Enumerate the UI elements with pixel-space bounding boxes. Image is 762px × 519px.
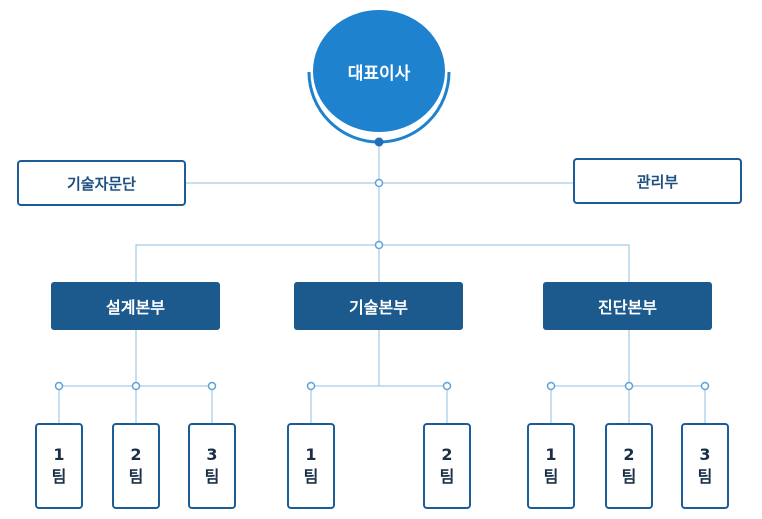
team-suffix: 팀 [439, 467, 455, 486]
team-suffix: 팀 [128, 467, 144, 486]
advisory-node: 기술자문단 [17, 160, 186, 206]
junction-dot [624, 381, 634, 391]
team-node: 2 팀 [423, 423, 471, 509]
team-node: 1 팀 [287, 423, 335, 509]
team-suffix: 팀 [204, 467, 220, 486]
division-node-technology: 기술본부 [294, 282, 463, 330]
team-node: 1 팀 [35, 423, 83, 509]
junction-dot [131, 381, 141, 391]
team-node: 1 팀 [527, 423, 575, 509]
ceo-node: 대표이사 [313, 10, 445, 132]
team-node: 2 팀 [605, 423, 653, 509]
division-node-design: 설계본부 [51, 282, 220, 330]
team-number: 3 [206, 445, 218, 464]
team-number: 3 [699, 445, 711, 464]
team-node: 3 팀 [681, 423, 729, 509]
ceo-node-dot [374, 137, 384, 147]
team-node: 2 팀 [112, 423, 160, 509]
junction-dot [442, 381, 452, 391]
team-suffix: 팀 [51, 467, 67, 486]
team-suffix: 팀 [621, 467, 637, 486]
division-node-dot [374, 240, 384, 250]
management-label: 관리부 [636, 172, 679, 191]
team-number: 2 [130, 445, 142, 464]
team-node: 3 팀 [188, 423, 236, 509]
team-number: 1 [305, 445, 317, 464]
division-branch-line [135, 244, 630, 282]
division-label: 기술본부 [349, 298, 408, 317]
team-number: 2 [441, 445, 453, 464]
division-node-diagnosis: 진단본부 [543, 282, 712, 330]
team-suffix: 팀 [303, 467, 319, 486]
junction-dot [54, 381, 64, 391]
team-number: 1 [53, 445, 65, 464]
management-node: 관리부 [573, 158, 742, 204]
team-suffix: 팀 [543, 467, 559, 486]
advisory-label: 기술자문단 [66, 174, 136, 193]
division-label: 진단본부 [598, 298, 657, 317]
team-number: 2 [623, 445, 635, 464]
division-label: 설계본부 [106, 298, 165, 317]
team-suffix: 팀 [697, 467, 713, 486]
ceo-label: 대표이사 [347, 63, 411, 84]
junction-dot [700, 381, 710, 391]
junction-dot [207, 381, 217, 391]
junction-dot [306, 381, 316, 391]
side-node-dot [374, 178, 384, 188]
junction-dot [546, 381, 556, 391]
team-number: 1 [545, 445, 557, 464]
